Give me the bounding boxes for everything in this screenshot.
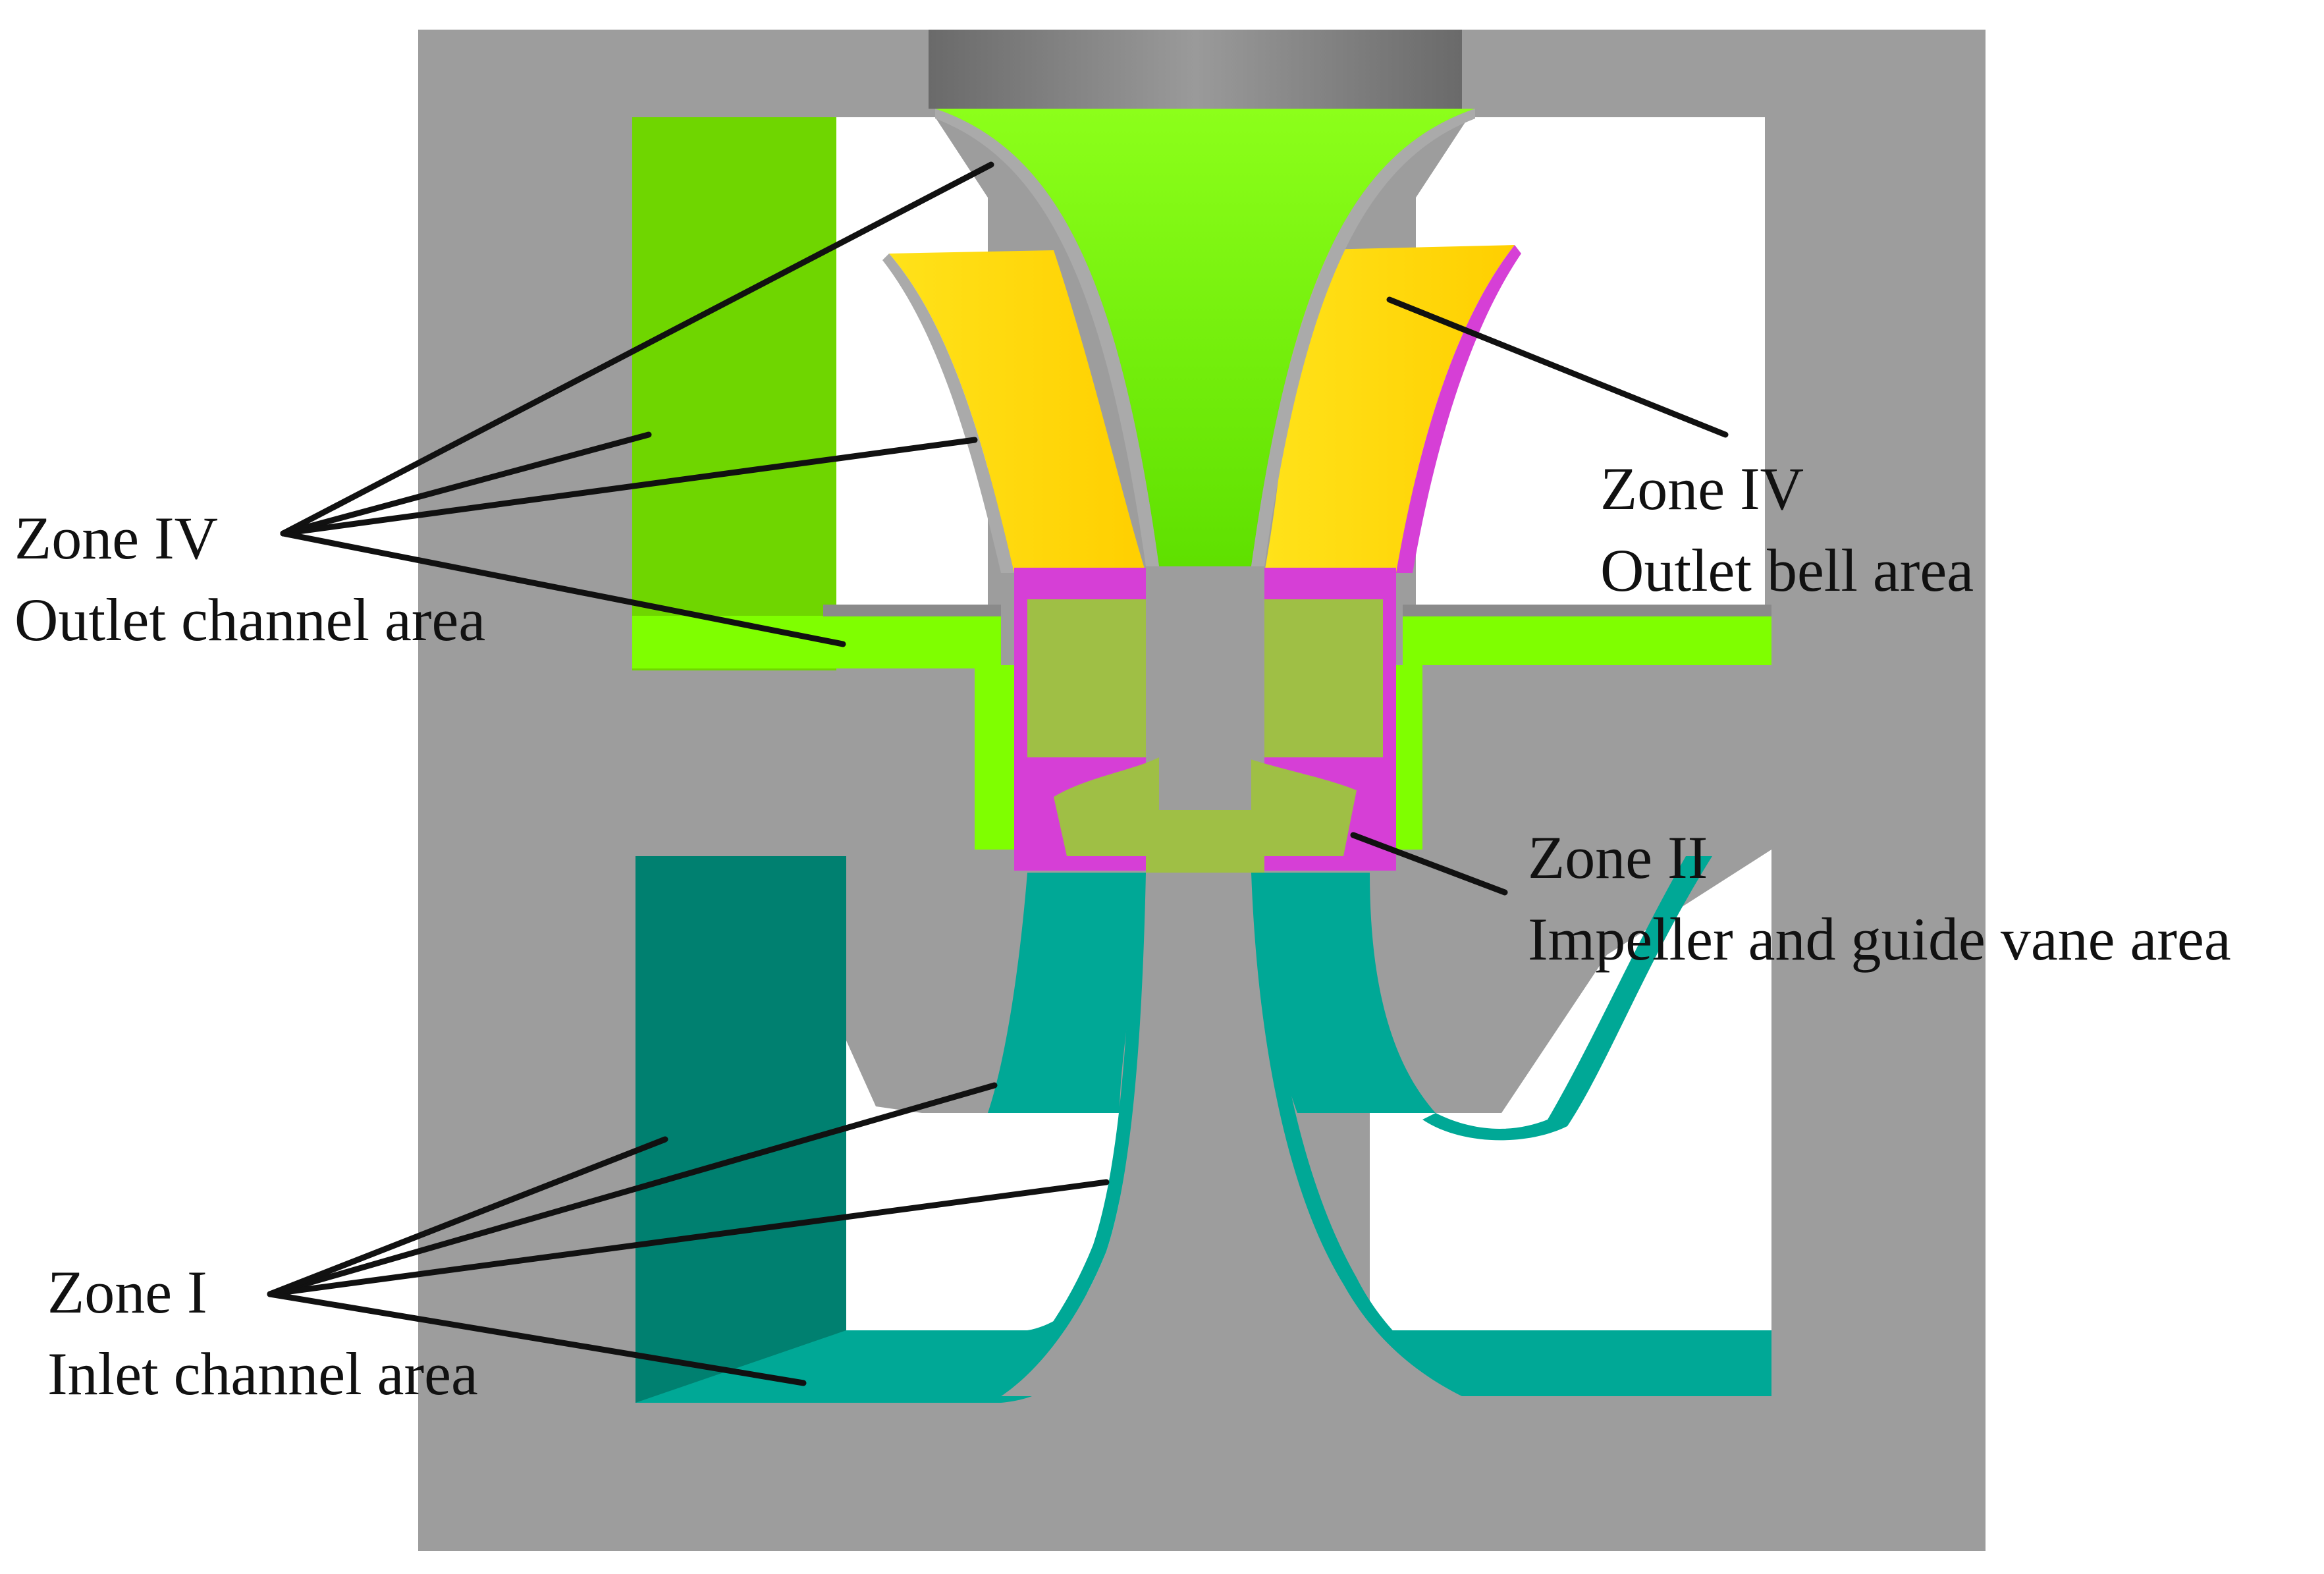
- label-zone1-desc: Inlet channel area: [47, 1340, 478, 1407]
- impeller-hub-band: [1146, 810, 1264, 876]
- inlet-channel-left-floor: [635, 1232, 1133, 1403]
- outlet-bell-left-edge: [882, 254, 1014, 573]
- outlet-funnel-right-rim: [1251, 109, 1475, 566]
- label-zone4-outlet-bell: Zone IV Outlet bell area: [1600, 448, 1974, 611]
- label-zone4-right-title: Zone IV: [1600, 455, 1804, 522]
- label-zone1-inlet-channel: Zone I Inlet channel area: [47, 1251, 478, 1415]
- leader-lines-zone4-left: [280, 161, 994, 647]
- impeller-blade-left: [1054, 757, 1159, 856]
- outlet-funnel: [935, 109, 1475, 566]
- inlet-cone-right-edge: [1251, 873, 1475, 1396]
- inlet-channel-left-wall: [635, 856, 846, 1403]
- outlet-funnel-left-rim: [935, 109, 1159, 566]
- leader-lines-zone4-right: [1386, 296, 1729, 438]
- guide-vane-left: [1027, 599, 1146, 757]
- outlet-bell-left: [889, 250, 1146, 573]
- guide-vane-right: [1264, 599, 1383, 757]
- outlet-channel-left-wall: [632, 117, 836, 670]
- outlet-channel-left-step: [975, 665, 1014, 850]
- leader-lines-zone1: [267, 1082, 1110, 1386]
- motor-shaft: [929, 30, 1462, 109]
- label-zone1-title: Zone I: [47, 1259, 207, 1326]
- leader-lines-zone2: [1350, 832, 1508, 896]
- label-zone4-left-title: Zone IV: [14, 504, 219, 572]
- outlet-channel-left-opening: [836, 117, 988, 606]
- outlet-channel-left-floor-edge: [823, 605, 1001, 616]
- label-zone4-left-desc: Outlet channel area: [14, 586, 486, 653]
- impeller-blade-right: [1245, 757, 1357, 856]
- inlet-bell-left: [988, 873, 1146, 1113]
- outlet-bell-right-edge: [1396, 245, 1521, 573]
- outlet-channel-right-floor: [1403, 616, 1771, 665]
- inlet-bell-right: [1251, 873, 1436, 1113]
- label-zone2-title: Zone II: [1528, 824, 1708, 891]
- outlet-channel-right-opening: [1416, 117, 1765, 606]
- outlet-channel-left-floor: [632, 616, 1001, 668]
- inlet-cone: [1001, 873, 1462, 1396]
- label-zone4-outlet-channel: Zone IV Outlet channel area: [14, 497, 485, 661]
- outlet-channel-right-floor-edge: [1403, 605, 1771, 616]
- inlet-bell-right-lip: [1422, 856, 1712, 1141]
- label-zone2-desc: Impeller and guide vane area: [1528, 906, 2231, 973]
- label-zone4-right-desc: Outlet bell area: [1600, 537, 1974, 604]
- label-zone2-impeller: Zone II Impeller and guide vane area: [1528, 817, 2231, 980]
